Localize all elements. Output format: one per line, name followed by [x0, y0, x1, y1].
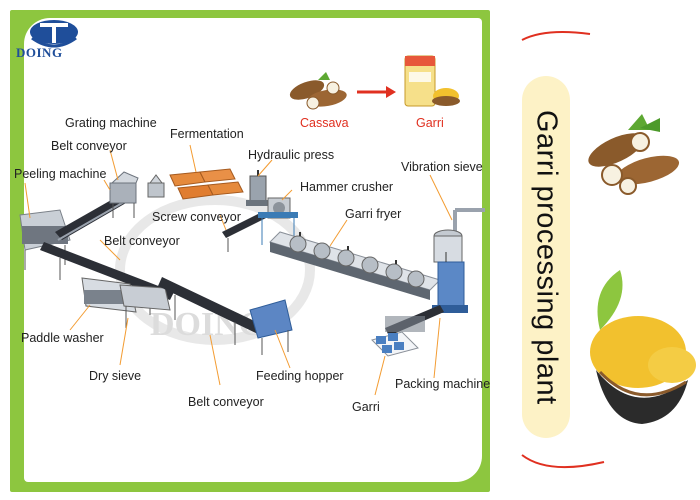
dry-sieve-drawing	[119, 284, 171, 328]
garri-fryer-label: Garri fryer	[345, 207, 402, 221]
screw-conveyor-2-drawing	[222, 212, 266, 252]
peeling-machine-label: Peeling machine	[14, 167, 107, 181]
feeding-hopper-label: Feeding hopper	[256, 369, 344, 383]
peeling-machine-drawing	[19, 209, 71, 270]
grating-machine-label: Grating machine	[65, 116, 157, 130]
doing-logo-icon	[30, 20, 78, 48]
hydraulic-press-label: Hydraulic press	[248, 148, 335, 162]
belt-conveyor-3-drawing	[158, 277, 265, 345]
garri-bags-drawing	[371, 331, 419, 357]
bottom-red-arc-icon	[521, 454, 605, 469]
output-conveyor-drawing	[385, 305, 444, 336]
grating-machine-drawing	[109, 171, 139, 218]
hydraulic-press-drawing	[246, 170, 270, 206]
right-cassava-image	[588, 114, 680, 195]
screw-conveyor-label: Screw conveyor	[152, 210, 241, 224]
hammer-crusher-drawing	[258, 197, 298, 245]
watermark-logo-icon	[115, 195, 315, 345]
garri-bag-image	[404, 55, 460, 107]
top-red-arc-icon	[521, 31, 591, 41]
garri-output-label: Garri	[352, 400, 380, 414]
red-arrow-icon	[357, 86, 396, 98]
belt-conveyor-3-label: Belt conveyor	[188, 395, 264, 409]
side-title: Garri processing plant	[522, 76, 570, 438]
logo-text: DOING	[16, 45, 63, 60]
packing-machine-label: Packing machine	[395, 377, 491, 391]
fermentation-label: Fermentation	[170, 127, 244, 141]
belt-conveyor-2-label: Belt conveyor	[104, 234, 180, 248]
side-title-text: Garri processing plant	[530, 109, 563, 405]
leader-lines	[24, 144, 453, 396]
paddle-washer-label: Paddle washer	[21, 331, 104, 345]
vibration-sieve-drawing	[433, 208, 485, 263]
hammer-crusher-label: Hammer crusher	[300, 180, 394, 194]
dry-sieve-label: Dry sieve	[89, 369, 142, 383]
feeding-hopper-drawing	[249, 299, 293, 355]
fermentation-trays-drawing	[169, 168, 244, 200]
cassava-image	[289, 72, 347, 110]
belt-conveyor-1-label: Belt conveyor	[51, 139, 127, 153]
vibration-sieve-label: Vibration sieve	[401, 160, 483, 174]
title-pill	[522, 76, 570, 438]
garri-label: Garri	[416, 116, 444, 130]
screw-conveyor-drawing	[147, 174, 165, 198]
garri-fryer-drawing	[269, 231, 441, 300]
packing-machine-drawing	[432, 252, 468, 313]
cassava-label: Cassava	[300, 116, 349, 130]
garri-bowl-image	[590, 270, 696, 424]
